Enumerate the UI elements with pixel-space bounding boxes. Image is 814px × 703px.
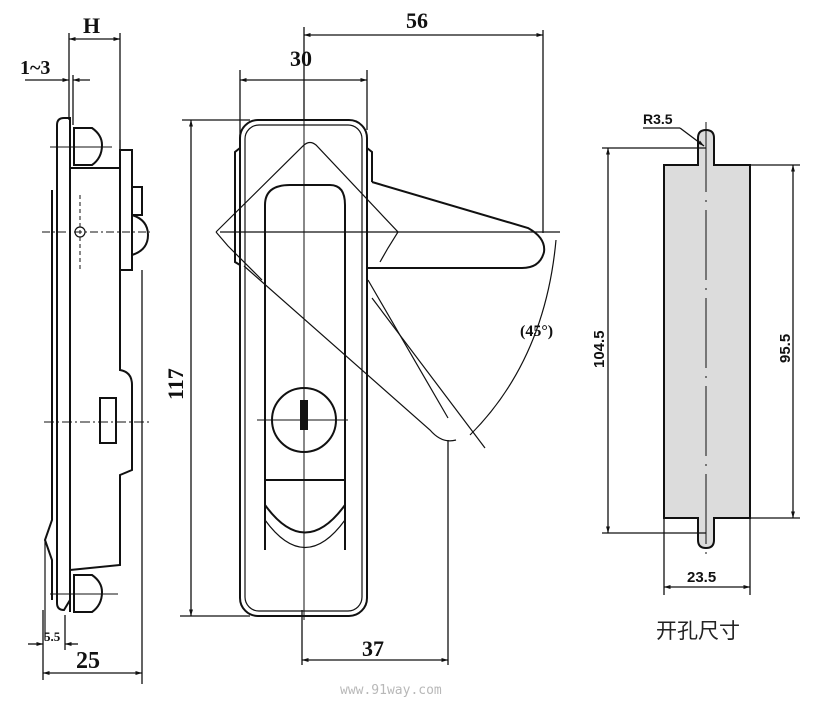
dimension-handle-reach: 56 [303, 8, 544, 233]
dimension-gap: 1~3 [20, 57, 90, 125]
dim-depth-label: 25 [76, 648, 100, 674]
dim-right-offset-label: 37 [362, 636, 384, 661]
dim-handle-reach-label: 56 [406, 8, 428, 33]
dimension-depth: 25 [43, 270, 143, 684]
dimension-height: 117 [163, 119, 250, 617]
dimension-offset: 5.5 [28, 610, 78, 680]
dimension-cutout-width: 23.5 [663, 518, 751, 595]
front-view: 56 30 117 37 [163, 8, 560, 665]
dim-gap-label: 1~3 [20, 57, 50, 79]
dimension-total-height: 104.5 [591, 147, 706, 534]
cutout-shape [663, 128, 751, 550]
dimension-right-offset: 37 [301, 440, 449, 665]
dim-offset-label: 5.5 [44, 629, 61, 644]
dim-inner-height-label: 95.5 [777, 334, 794, 363]
dim-h-label: H [83, 13, 100, 38]
dimension-width: 30 [239, 46, 368, 160]
rotation-angle-label: (45°) [520, 323, 553, 340]
radius-label: R3.5 [643, 111, 673, 127]
side-view: H 1~3 [20, 13, 150, 684]
dim-height-label: 117 [163, 368, 188, 400]
cutout-view: R3.5 104.5 95.5 23.5 开孔尺寸 [591, 111, 800, 643]
dimension-h: H [68, 13, 121, 165]
dim-width-label: 30 [290, 46, 312, 71]
dim-cutout-width-label: 23.5 [687, 569, 716, 586]
cutout-caption: 开孔尺寸 [656, 619, 740, 643]
dimension-inner-height: 95.5 [750, 164, 800, 519]
dim-total-height-label: 104.5 [591, 330, 608, 368]
watermark: www.91way.com [340, 683, 442, 698]
